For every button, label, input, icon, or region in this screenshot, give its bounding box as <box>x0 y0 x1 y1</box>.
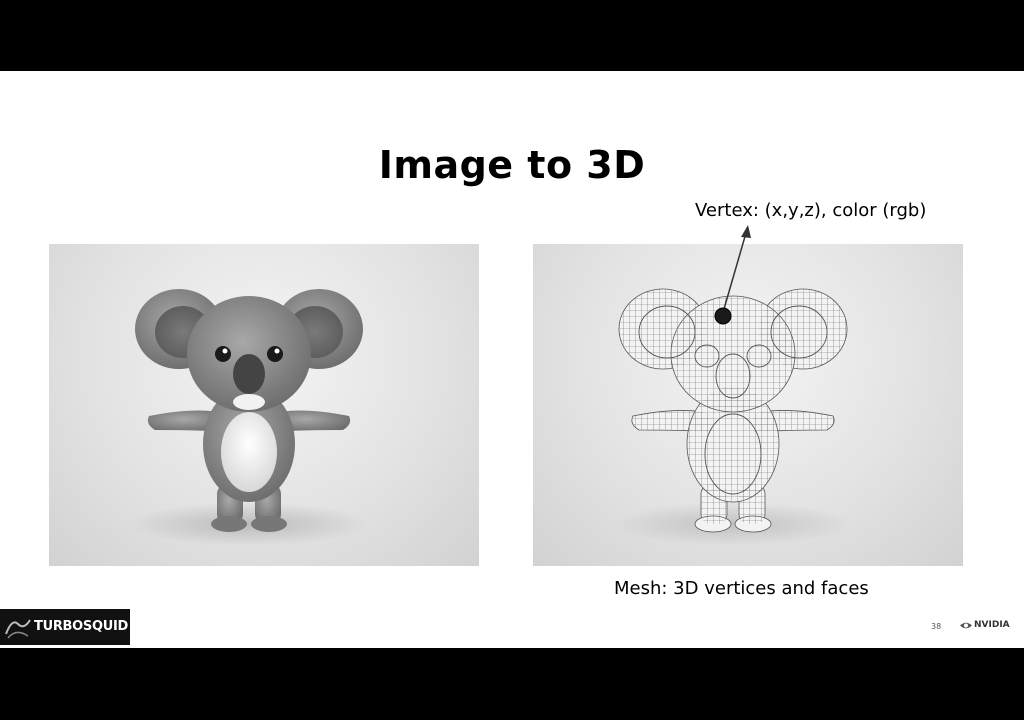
nvidia-logo: NVIDIA <box>960 620 1010 630</box>
vertex-annotation: Vertex: (x,y,z), color (rgb) <box>695 200 927 221</box>
turbosquid-logo-text: TURBOSQUID <box>34 619 128 634</box>
mesh-caption: Mesh: 3D vertices and faces <box>614 578 869 599</box>
nvidia-logo-text: NVIDIA <box>974 620 1010 630</box>
turbosquid-logo: TURBOSQUID <box>0 609 130 645</box>
top-letterbox <box>0 0 1024 71</box>
nvidia-logo-icon <box>960 622 972 628</box>
turbosquid-logo-icon <box>5 619 31 639</box>
slide-title: Image to 3D <box>378 143 646 187</box>
koala-render-image <box>49 244 479 566</box>
page-number: 38 <box>931 622 942 631</box>
koala-mesh-image <box>533 244 963 566</box>
bottom-letterbox <box>0 648 1024 720</box>
presentation-slide: Image to 3D <box>0 71 1024 648</box>
